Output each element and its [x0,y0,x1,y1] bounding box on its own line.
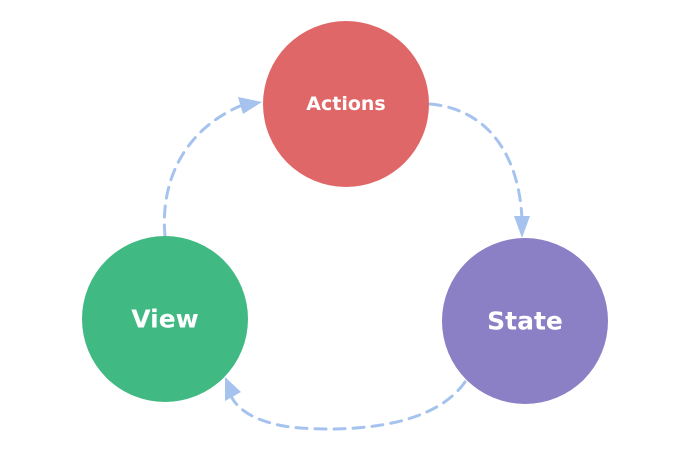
node-state-circle [442,238,608,404]
arrowhead-to-view [225,377,241,401]
node-view: View [82,236,248,402]
node-state-label: State [487,307,563,336]
edge-state-to-view [228,380,467,431]
arrowhead-to-actions [238,97,262,114]
edges [162,102,524,431]
node-actions: Actions [263,21,429,187]
node-view-circle [82,236,248,402]
edge-actions-to-state [428,102,524,222]
edge-view-to-actions [162,104,242,238]
node-state: State [442,238,608,404]
node-view-label: View [131,305,199,334]
node-actions-label: Actions [306,93,385,115]
arrowheads [225,97,530,401]
arrowhead-to-state [514,216,530,238]
node-actions-circle [263,21,429,187]
